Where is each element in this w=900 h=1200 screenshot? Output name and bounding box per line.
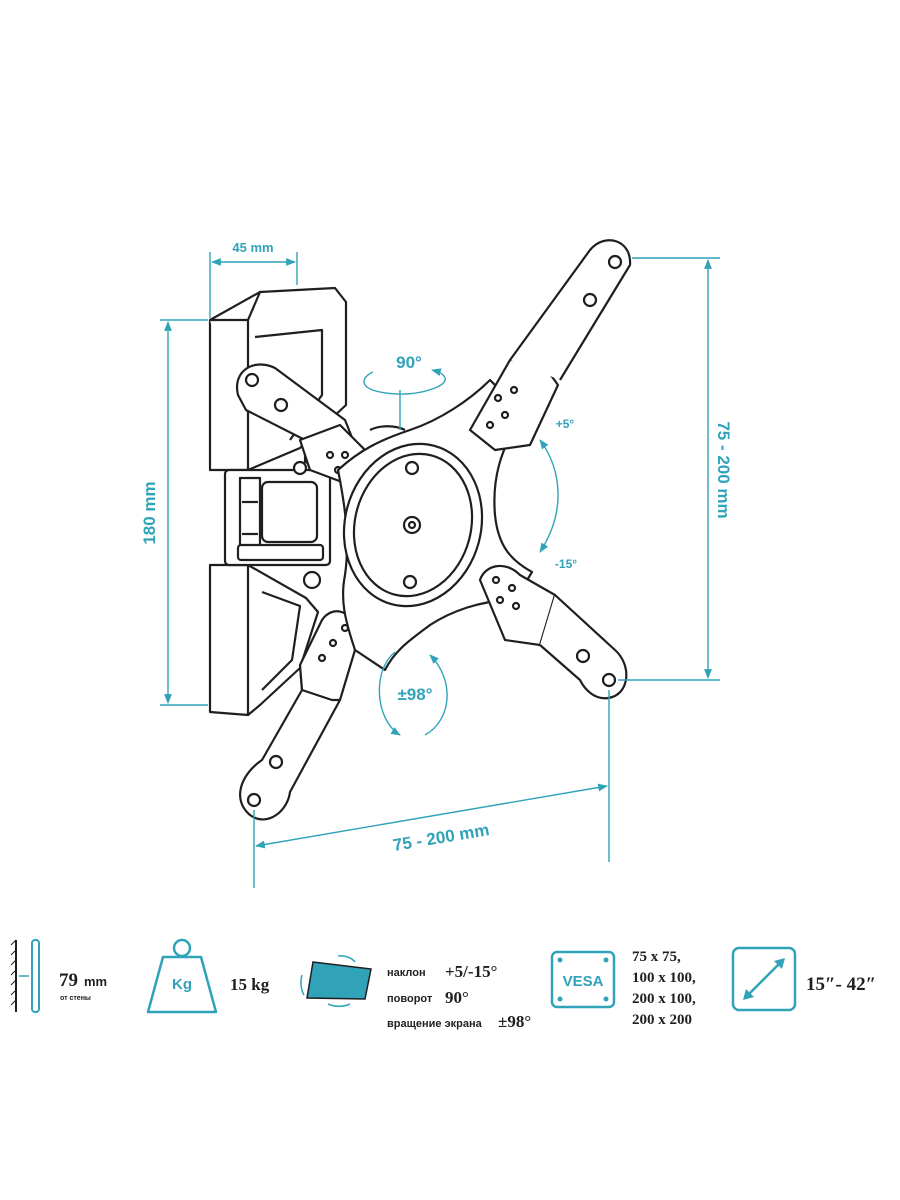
left-arms — [235, 363, 372, 821]
tilt-down-label: -15° — [555, 557, 577, 571]
swivel-value: 90° — [445, 988, 469, 1007]
vesa-icon — [550, 950, 616, 1009]
vesa-pattern: 200 x 100, — [632, 991, 696, 1007]
mount-diagram: 45 mm 180 mm 75 - 200 mm 75 - 200 mm 90°… — [140, 239, 733, 888]
swivel-spec-label: поворот — [387, 993, 433, 1005]
tv-movement-icon — [300, 955, 372, 1007]
vesa-height-label: 75 - 200 mm — [714, 421, 733, 518]
dimension-lines — [160, 252, 720, 888]
hinge-block — [223, 460, 332, 590]
screen-size-value: 15″- 42″ — [806, 974, 876, 995]
wall-plate — [208, 286, 348, 717]
weight-icon — [146, 938, 218, 1014]
diagonal-icon — [731, 946, 797, 1012]
specs-row: 79 mm от стены Kg 15 kg наклон +5/-15° п… — [10, 938, 876, 1031]
depth-label: 45 mm — [232, 240, 273, 255]
tilt-value: +5/-15° — [445, 962, 497, 981]
vesa-pattern: 200 x 200 — [632, 1012, 692, 1028]
wall-distance-value: 79 — [59, 970, 78, 991]
load-value: 15 kg — [230, 975, 270, 994]
rotation-label: ±98° — [397, 685, 432, 704]
tilt-label: наклон — [387, 967, 426, 979]
swivel-label: 90° — [396, 353, 422, 372]
vesa-pattern: 75 x 75, — [632, 949, 681, 965]
right-arms — [468, 239, 632, 700]
wall-distance-note: от стены — [60, 995, 91, 1002]
vesa-pattern: 100 x 100, — [632, 970, 696, 986]
weight-icon-label: Kg — [172, 976, 192, 993]
rotation-spec-label: вращение экрана — [387, 1018, 483, 1030]
vesa-plate — [336, 378, 534, 672]
tilt-up-label: +5° — [556, 417, 575, 431]
vesa-icon-label: VESA — [563, 973, 604, 990]
wall-distance-unit: mm — [84, 974, 107, 989]
vesa-width-label: 75 - 200 mm — [392, 820, 491, 855]
wall-distance-icon — [10, 939, 40, 1013]
rotation-value: ±98° — [498, 1012, 531, 1031]
height-label: 180 mm — [140, 481, 159, 544]
